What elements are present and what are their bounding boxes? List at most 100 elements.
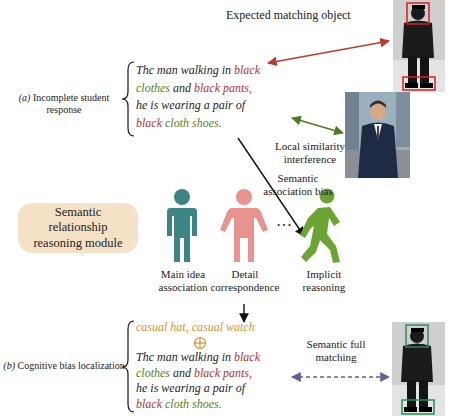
word: Incomplete [33, 92, 78, 103]
matched-photo-part [402, 400, 434, 414]
target-photo [393, 0, 445, 92]
ellipsis-mark: ··· [270, 216, 298, 235]
word: black [194, 81, 220, 95]
response-text: Thc man walking in black clothes and bla… [136, 350, 306, 412]
word: response [47, 104, 82, 115]
matched-photo [392, 322, 445, 416]
word: black [194, 366, 220, 380]
target-photo-part [411, 6, 425, 20]
word: clothes [136, 366, 170, 380]
word: man [157, 63, 178, 77]
combine-symbol [195, 338, 206, 349]
word: pair [213, 381, 233, 395]
word: cloth [165, 397, 189, 411]
word: a [204, 98, 210, 112]
distractor-photo-part [370, 101, 386, 109]
matched-photo-part [411, 328, 424, 332]
word: and [173, 81, 191, 95]
word: black [136, 397, 162, 411]
added-detail-text: casual hat, casual watch [136, 320, 306, 334]
person-icon [220, 189, 268, 262]
word: walking [181, 63, 219, 77]
person-icon [167, 189, 197, 262]
relation-arrow-part [243, 304, 244, 322]
word: localization [78, 360, 125, 371]
target-photo-part [405, 83, 418, 88]
matched-photo-part [392, 322, 445, 416]
response-text: Thc man walking in black clothes and bla… [136, 62, 306, 132]
word: (b) [3, 360, 15, 371]
matched-photo-part [419, 380, 428, 408]
relation-arrow-part [292, 118, 343, 133]
word: wearing [161, 98, 200, 112]
target-photo-part [420, 83, 433, 88]
distractor-photo-part [358, 123, 398, 179]
word: black [234, 350, 260, 364]
word: of [236, 381, 245, 395]
word: pants, [223, 366, 252, 380]
distractor-photo-part [345, 92, 410, 178]
matched-photo-part [392, 385, 445, 416]
icon-caption: Implicit reasoning [290, 268, 358, 294]
module-box: Semantic relationship reasoning module [18, 203, 138, 253]
icon-caption: Detail correspondence [204, 268, 286, 294]
word: in [222, 350, 231, 364]
word: and [173, 366, 191, 380]
person-icon-part [236, 189, 252, 205]
annotation-text: Expected matching object [226, 8, 386, 22]
node-text: Semantic relationship reasoning module [26, 205, 130, 252]
distractor-photo-part [396, 92, 410, 147]
word: shoes. [192, 397, 222, 411]
word: bias [59, 360, 75, 371]
relation-arrow [238, 41, 389, 377]
panel-label: (a) Incomplete student response [1, 92, 127, 116]
word: he [136, 98, 147, 112]
word: pair [213, 98, 233, 112]
distractor-photo-part [377, 126, 379, 140]
word: clothes [136, 81, 170, 95]
curly-brace-part [122, 62, 134, 136]
icon-caption: Main idea association [150, 268, 216, 294]
annotation-text: Local similarity interference [270, 140, 350, 166]
word: in [222, 63, 231, 77]
person-icon-part [167, 208, 197, 262]
distractor-photo-part [370, 104, 386, 120]
target-photo-part [407, 3, 429, 24]
word: is [150, 381, 158, 395]
relation-arrow-part [268, 41, 389, 63]
walking-icon-part [300, 207, 340, 263]
matched-photo-part [419, 407, 432, 412]
relation-arrow-part [292, 376, 389, 377]
combine-symbol-part [199, 338, 200, 349]
walking-icon [300, 189, 340, 264]
target-photo-part [393, 0, 445, 92]
word: man [157, 350, 178, 364]
word: (a) [19, 92, 31, 103]
target-photo-part [403, 77, 435, 90]
distractor-photo-part [345, 92, 359, 152]
annotation-text: Semantic association bias [252, 172, 344, 198]
word: Thc [136, 350, 154, 364]
word: pants, [223, 81, 252, 95]
matched-photo-part [404, 407, 417, 412]
word: wearing [161, 381, 200, 395]
matched-photo-part [401, 344, 433, 383]
distractor-photo-part [374, 124, 382, 140]
matched-photo-part [406, 325, 428, 347]
target-photo-part [412, 5, 425, 9]
person-icon-part [220, 208, 268, 262]
word: is [150, 98, 158, 112]
target-photo-part [420, 56, 429, 84]
word: Thc [136, 63, 154, 77]
target-photo-part [402, 21, 434, 59]
word: a [204, 381, 210, 395]
word: cloth [165, 116, 189, 130]
person-icon-part [174, 189, 190, 205]
word: Cognitive [17, 360, 56, 371]
word: shoes. [192, 116, 222, 130]
word: he [136, 381, 147, 395]
word: black [234, 63, 260, 77]
distractor-photo [345, 92, 410, 178]
word: of [236, 98, 245, 112]
